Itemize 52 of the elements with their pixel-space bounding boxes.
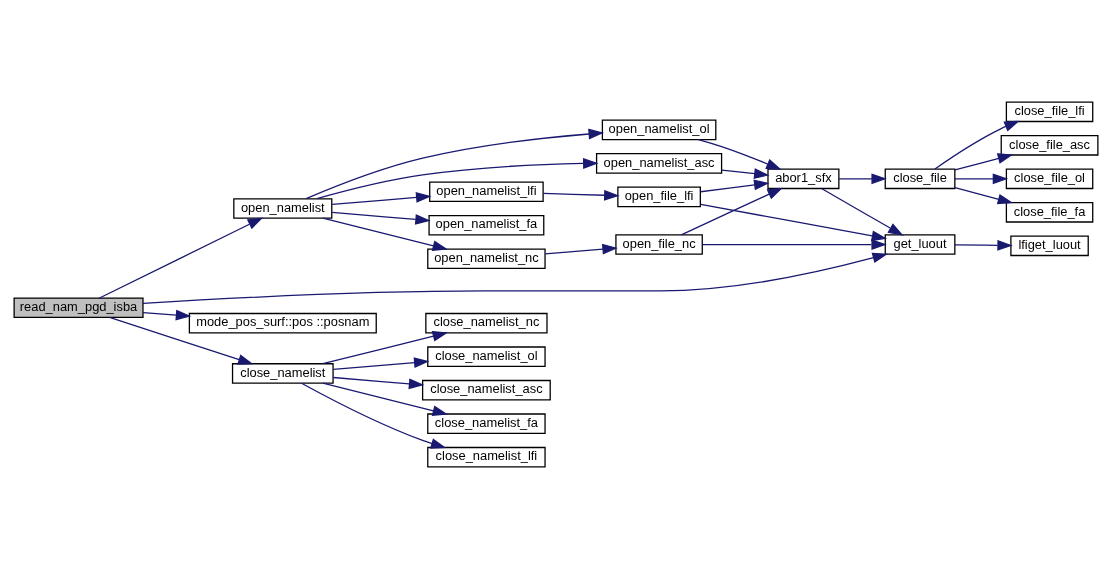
node-box: close_file_asc	[1000, 135, 1099, 156]
arrow	[305, 128, 604, 200]
arrow	[700, 179, 770, 193]
node-box: close_file_ol	[1005, 168, 1094, 190]
node-box: close_namelist_lfi	[427, 446, 546, 468]
arrow	[721, 168, 770, 179]
node-box: close_file	[884, 168, 956, 190]
arrow	[934, 120, 1020, 170]
node-box: close_file_fa	[1005, 202, 1094, 223]
arrow	[98, 217, 264, 299]
arrow	[820, 187, 904, 236]
node-box: open_namelist_ol	[601, 119, 717, 141]
node-box: mode_pos_surf::pos ::posnam	[188, 312, 377, 334]
node-box: open_file_lfi	[617, 186, 701, 208]
arrow	[680, 187, 783, 236]
node-box: lfiget_luout	[1010, 235, 1089, 257]
node-box: open_namelist_lfi	[429, 181, 544, 203]
arrow	[331, 211, 431, 225]
node-box: close_namelist_nc	[425, 312, 548, 334]
node-box: close_namelist_fa	[427, 413, 546, 434]
arrow	[332, 376, 425, 390]
node-box: open_namelist_asc	[595, 153, 723, 174]
node-box: close_namelist_ol	[427, 346, 546, 367]
arrow	[954, 239, 1013, 251]
node-box: abor1_sfx	[767, 168, 840, 190]
node-box: get_luout	[884, 234, 956, 255]
arrow	[542, 189, 620, 201]
arrow	[700, 203, 888, 242]
node-box: open_namelist	[233, 198, 333, 219]
node-box: open_file_nc	[615, 234, 703, 255]
arrow	[108, 316, 254, 365]
arrow	[838, 173, 887, 185]
arrow	[142, 252, 888, 305]
arrow	[331, 192, 432, 206]
arrow	[544, 243, 618, 255]
arrow	[954, 173, 1009, 185]
arrow	[316, 158, 599, 200]
arrow	[322, 382, 449, 416]
arrow	[701, 239, 887, 250]
node-box: read_nam_pgd_isba	[13, 297, 144, 318]
node-box: open_namelist_nc	[427, 248, 546, 270]
node-box: close_file_lfi	[1005, 101, 1094, 123]
arrow	[300, 382, 447, 449]
arrow	[954, 187, 1014, 205]
node-box: open_namelist_fa	[428, 214, 545, 236]
node-box: close_namelist_asc	[421, 379, 551, 401]
node-box: close_namelist	[231, 363, 334, 384]
arrow	[322, 330, 449, 365]
arrow	[954, 153, 1014, 171]
arrow	[322, 217, 449, 251]
arrow	[332, 357, 430, 370]
arrow	[142, 309, 192, 321]
